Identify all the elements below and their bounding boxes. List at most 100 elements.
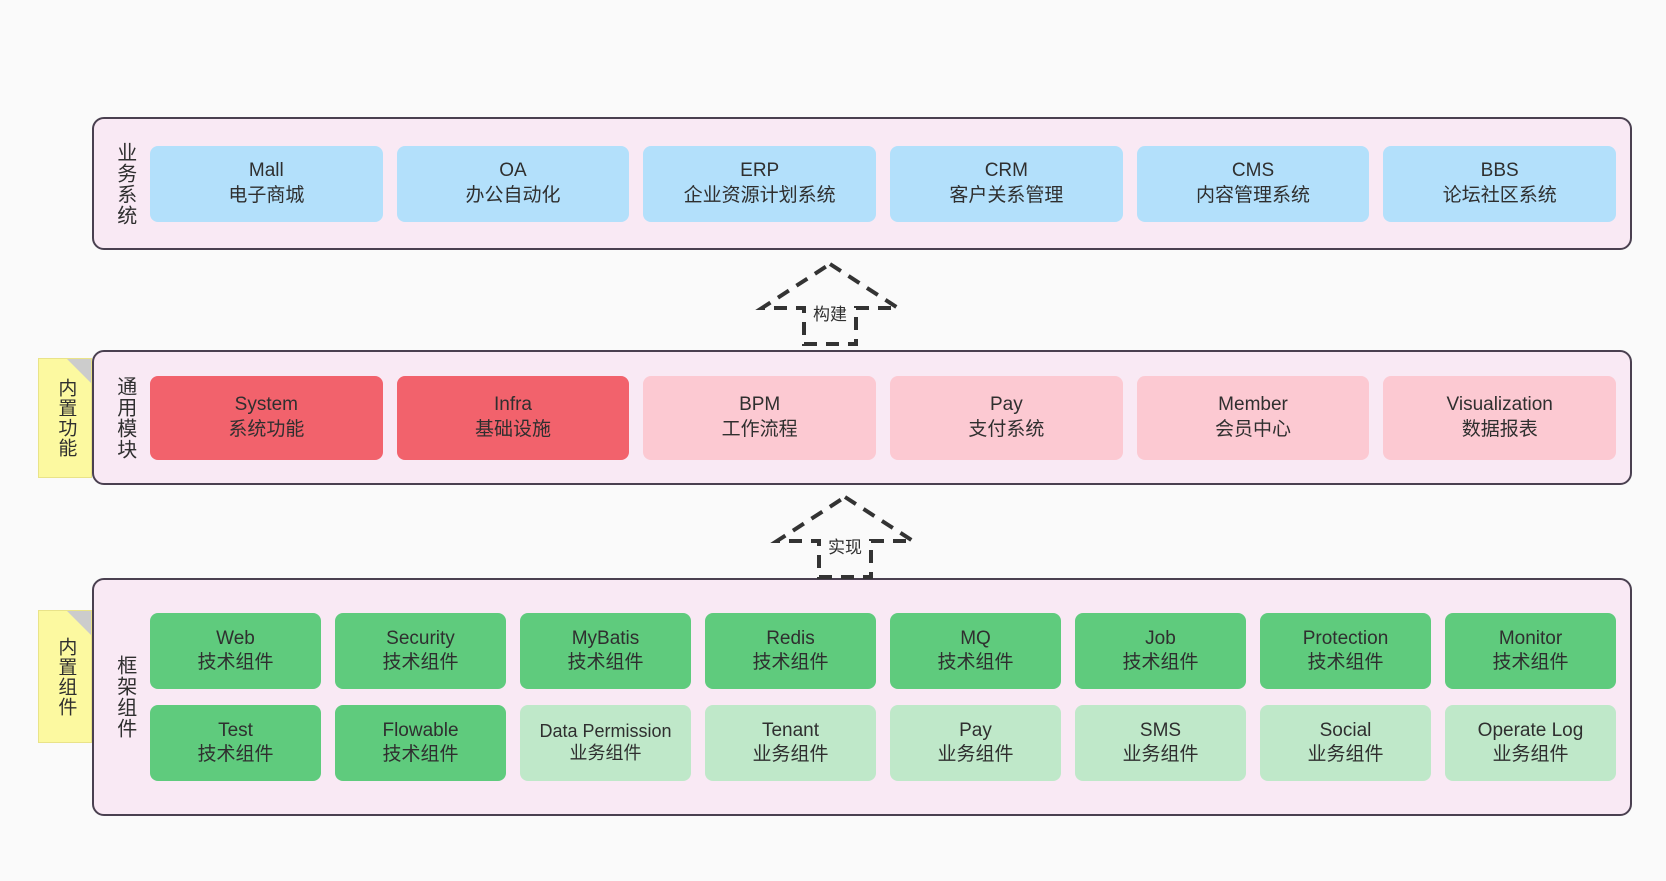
card-title: OA [499,160,527,182]
layer-body-module: System 系统功能 Infra 基础设施 BPM 工作流程 Pay 支付系统… [144,352,1630,483]
card-subtitle: 技术组件 [1307,652,1384,673]
card-subtitle: 电子商城 [228,184,305,206]
card-subtitle: 基础设施 [475,418,552,440]
card-erp[interactable]: ERP 企业资源计划系统 [643,145,877,222]
layer-framework-components[interactable]: 框架组件 Web 技术组件 Security 技术组件 MyBatis 技术组件… [92,578,1632,816]
card-title: Test [218,719,253,741]
card-row: Mall 电子商城 OA 办公自动化 ERP 企业资源计划系统 CRM 客户关系… [150,145,1617,222]
card-subtitle: 业务组件 [1492,744,1569,765]
card-subtitle: 业务组件 [1122,744,1199,765]
card-title: Monitor [1498,627,1563,649]
card-row: System 系统功能 Infra 基础设施 BPM 工作流程 Pay 支付系统… [150,375,1617,460]
card-subtitle: 工作流程 [721,418,798,440]
card-title: BBS [1480,160,1519,182]
card-title: MyBatis [571,627,640,649]
card-subtitle: 业务组件 [937,744,1014,765]
layer-title-framework: 框架组件 [113,655,136,739]
card-subtitle: 办公自动化 [465,184,561,206]
card-title: BPM [739,394,781,416]
card-sms[interactable]: SMS 业务组件 [1075,705,1246,781]
sticky-fold-corner-icon [67,359,91,383]
card-subtitle: 企业资源计划系统 [683,184,836,206]
card-title: System [234,394,299,416]
card-title: Redis [766,627,815,649]
card-subtitle: 客户关系管理 [949,184,1064,206]
card-subtitle: 技术组件 [752,652,829,673]
card-member[interactable]: Member 会员中心 [1136,375,1370,460]
card-security[interactable]: Security 技术组件 [335,613,506,689]
card-subtitle: 支付系统 [968,418,1045,440]
card-test[interactable]: Test 技术组件 [150,705,321,781]
card-subtitle: 系统功能 [228,418,305,440]
layer-title-module: 通用模块 [113,375,136,460]
connector-label-implement: 实现 [826,533,864,558]
card-web[interactable]: Web 技术组件 [150,613,321,689]
card-subtitle: 会员中心 [1215,418,1292,440]
card-subtitle: 论坛社区系统 [1442,184,1557,206]
card-subtitle: 内容管理系统 [1196,184,1311,206]
card-subtitle: 技术组件 [197,652,274,673]
card-title: Pay [989,394,1023,416]
sticky-note-label: 内置组件 [55,636,77,717]
card-bpm[interactable]: BPM 工作流程 [643,375,877,460]
card-mall[interactable]: Mall 电子商城 [150,145,383,222]
card-subtitle: 技术组件 [1122,652,1199,673]
connector-implement: 实现 [770,494,920,579]
card-subtitle: 技术组件 [567,652,644,673]
connector-label-build: 构建 [811,300,849,325]
layer-common-modules[interactable]: 通用模块 System 系统功能 Infra 基础设施 BPM 工作流程 Pay… [92,350,1632,485]
card-mq[interactable]: MQ 技术组件 [890,613,1061,689]
card-subtitle: 技术组件 [1492,652,1569,673]
card-bbs[interactable]: BBS 论坛社区系统 [1383,145,1617,222]
card-tenant[interactable]: Tenant 业务组件 [705,705,876,781]
card-subtitle: 技术组件 [197,744,274,765]
card-row: Web 技术组件 Security 技术组件 MyBatis 技术组件 Redi… [150,613,1616,689]
layer-body-business: Mall 电子商城 OA 办公自动化 ERP 企业资源计划系统 CRM 客户关系… [144,119,1630,248]
card-subtitle: 业务组件 [569,743,642,763]
card-operate-log[interactable]: Operate Log 业务组件 [1445,705,1616,781]
card-title: MQ [960,627,991,649]
card-infra[interactable]: Infra 基础设施 [396,375,630,460]
card-title: Infra [493,394,533,416]
sticky-note-label: 内置功能 [55,378,77,458]
card-pay-business[interactable]: Pay 业务组件 [890,705,1061,781]
layer-business-systems[interactable]: 业务系统 Mall 电子商城 OA 办公自动化 ERP 企业资源计划系统 CRM… [92,117,1632,250]
card-job[interactable]: Job 技术组件 [1075,613,1246,689]
sticky-note-builtin-components[interactable]: 内置组件 [38,610,92,743]
card-cms[interactable]: CMS 内容管理系统 [1136,145,1370,222]
card-redis[interactable]: Redis 技术组件 [705,613,876,689]
card-title: Job [1145,627,1176,649]
card-title: Protection [1302,627,1389,649]
sticky-note-builtin-functions[interactable]: 内置功能 [38,358,92,478]
card-pay[interactable]: Pay 支付系统 [890,375,1123,460]
card-title: Flowable [382,719,459,741]
card-title: Mall [248,160,284,182]
card-subtitle: 技术组件 [382,652,459,673]
card-title: Data Permission [539,721,672,742]
card-social[interactable]: Social 业务组件 [1260,705,1431,781]
card-monitor[interactable]: Monitor 技术组件 [1445,613,1616,689]
card-row: Test 技术组件 Flowable 技术组件 Data Permission … [150,705,1616,781]
card-system[interactable]: System 系统功能 [150,375,383,460]
card-crm[interactable]: CRM 客户关系管理 [890,145,1123,222]
card-subtitle: 技术组件 [937,652,1014,673]
card-title: Operate Log [1477,719,1584,741]
card-subtitle: 业务组件 [752,744,829,765]
card-visualization[interactable]: Visualization 数据报表 [1383,375,1617,460]
card-title: CMS [1231,160,1275,182]
card-title: CRM [984,160,1028,182]
card-protection[interactable]: Protection 技术组件 [1260,613,1431,689]
card-flowable[interactable]: Flowable 技术组件 [335,705,506,781]
card-title: Pay [959,719,992,741]
card-title: SMS [1139,719,1182,741]
card-title: Visualization [1446,394,1553,416]
card-title: Member [1218,394,1288,416]
connector-build: 构建 [755,261,905,346]
card-mybatis[interactable]: MyBatis 技术组件 [520,613,691,689]
card-title: Tenant [761,719,820,741]
card-title: ERP [740,160,780,182]
card-data-permission[interactable]: Data Permission 业务组件 [520,705,691,781]
card-oa[interactable]: OA 办公自动化 [396,145,630,222]
card-title: Social [1319,719,1372,741]
